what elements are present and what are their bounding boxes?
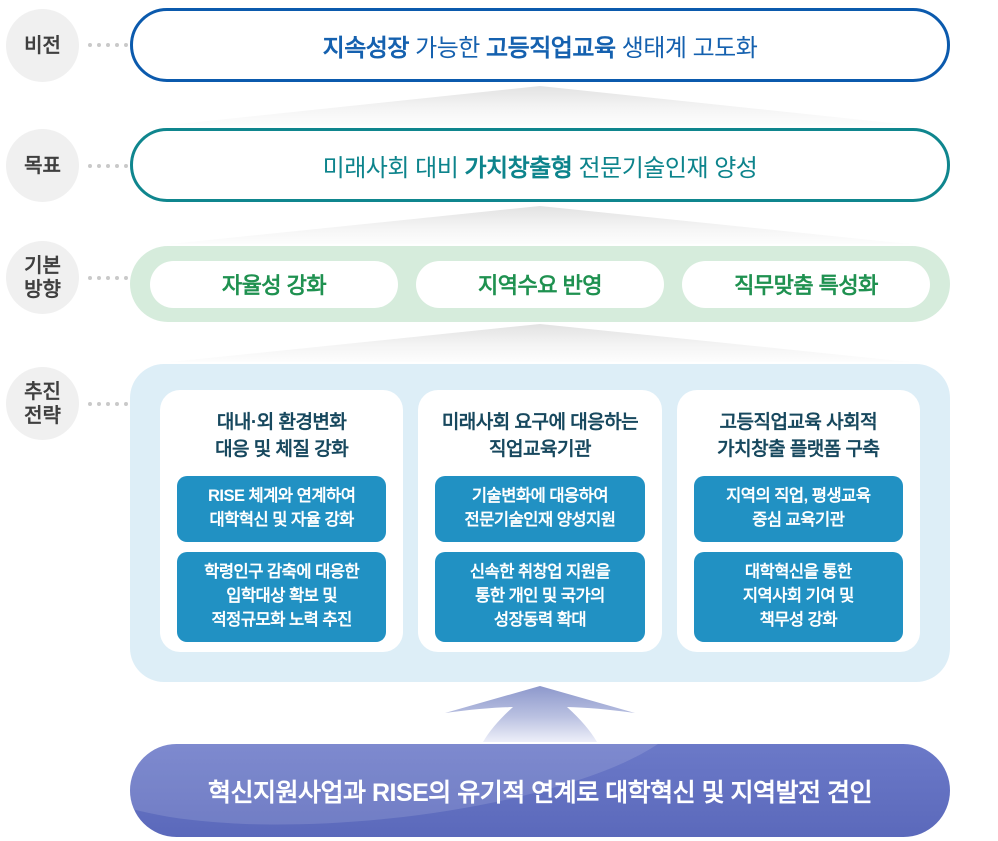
vision-text: 지속성장 가능한 고등직업교육 생태계 고도화 <box>322 34 758 62</box>
connector-triangle <box>170 206 910 244</box>
dotted-connector <box>88 43 128 47</box>
footer-text: 혁신지원사업과 RISE의 유기적 연계로 대학혁신 및 지역발전 견인 <box>208 778 872 807</box>
direction-label: 자율성 강화 <box>221 273 327 298</box>
direction-label: 지역수요 반영 <box>477 273 603 298</box>
strategy-item-box: 신속한 취창업 지원을 통한 개인 및 국가의 성장동력 확대 <box>435 552 645 642</box>
strategy-item-box: 학령인구 감축에 대응한 입학대상 확보 및 적정규모화 노력 추진 <box>177 552 387 642</box>
footer-banner: 혁신지원사업과 RISE의 유기적 연계로 대학혁신 및 지역발전 견인 <box>130 744 950 837</box>
strategy-card-title: 미래사회 요구에 대응하는 직업교육기관 <box>441 412 639 460</box>
direction-pill-autonomy: 자율성 강화 <box>150 260 398 308</box>
strategy-item-box: RISE 체계와 연계하여 대학혁신 및 자율 강화 <box>177 476 387 543</box>
strategy-card-title: 고등직업교육 사회적 가치창출 플랫폼 구축 <box>717 412 880 460</box>
rail-label-directions: 기본 방향 <box>6 241 79 314</box>
direction-label: 직무맞춤 특성화 <box>734 273 878 298</box>
goal-text: 미래사회 대비 가치창출형 전문기술인재 양성 <box>322 154 758 182</box>
dotted-connector <box>88 276 128 280</box>
connector-triangle <box>170 86 910 125</box>
strategy-item-box: 대학혁신을 통한 지역사회 기여 및 책무성 강화 <box>693 552 903 642</box>
rail-label-vision: 비전 <box>6 9 79 82</box>
connector-triangle <box>170 324 910 362</box>
strategies-panel: 대내·외 환경변화 대응 및 체질 강화 RISE 체계와 연계하여 대학혁신 … <box>130 364 950 682</box>
dotted-connector <box>88 164 128 168</box>
vision-pill: 지속성장 가능한 고등직업교육 생태계 고도화 <box>130 8 950 82</box>
dotted-connector <box>88 402 128 406</box>
strategy-item-box: 지역의 직업, 평생교육 중심 교육기관 <box>693 476 903 543</box>
goal-pill: 미래사회 대비 가치창출형 전문기술인재 양성 <box>130 128 950 202</box>
strategy-card-2: 미래사회 요구에 대응하는 직업교육기관 기술변화에 대응하여 전문기술인재 양… <box>418 390 662 652</box>
directions-band: 자율성 강화 지역수요 반영 직무맞춤 특성화 <box>130 246 950 322</box>
up-arrow-icon <box>445 686 635 742</box>
direction-pill-job-specialization: 직무맞춤 특성화 <box>682 260 930 308</box>
strategy-card-title: 대내·외 환경변화 대응 및 체질 강화 <box>215 412 349 460</box>
strategy-card-1: 대내·외 환경변화 대응 및 체질 강화 RISE 체계와 연계하여 대학혁신 … <box>160 390 404 652</box>
strategy-item-box: 기술변화에 대응하여 전문기술인재 양성지원 <box>435 476 645 543</box>
direction-pill-regional-demand: 지역수요 반영 <box>416 260 664 308</box>
strategy-card-3: 고등직업교육 사회적 가치창출 플랫폼 구축 지역의 직업, 평생교육 중심 교… <box>676 390 920 652</box>
rail-label-strategies: 추진 전략 <box>6 367 79 440</box>
rail-label-goal: 목표 <box>6 129 79 202</box>
